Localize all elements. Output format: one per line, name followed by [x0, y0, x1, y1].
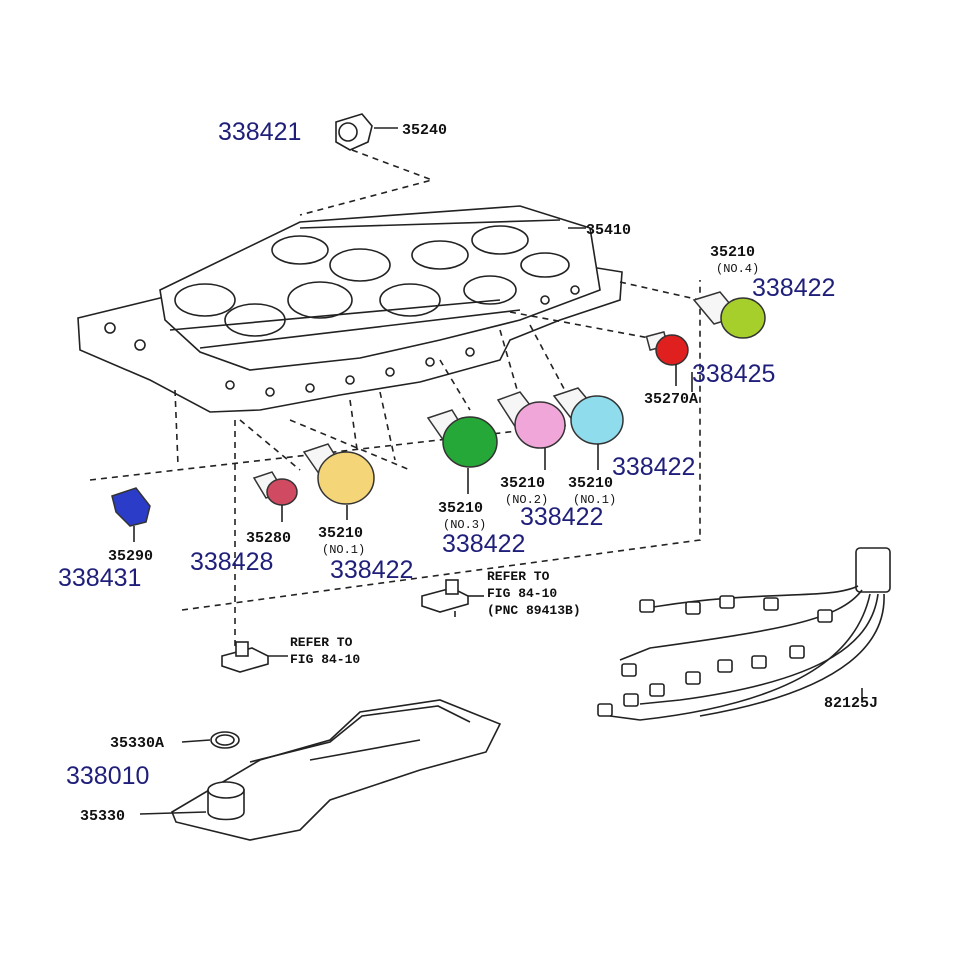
harness-main-connector: [855, 547, 891, 593]
sensor-refer-right: [421, 579, 484, 613]
part-label-35290: 35290: [108, 548, 153, 565]
part-sub-no1-right: (NO.1): [573, 493, 616, 507]
part-label-35210-no3: 35210: [438, 500, 483, 517]
part-sub-no2: (NO.2): [505, 493, 548, 507]
part-label-35280: 35280: [246, 530, 291, 547]
part-label-35330a: 35330A: [110, 735, 164, 752]
solenoid-no1-left-cap: [317, 451, 375, 505]
part-label-35410: 35410: [586, 222, 631, 239]
part-label-35210-no1-right: 35210: [568, 475, 613, 492]
part-label-35270a: 35270A: [644, 391, 698, 408]
solenoid-35280-maroon: [252, 471, 298, 522]
solenoid-no2-pink: [496, 391, 566, 470]
sensor-refer-left: [221, 641, 288, 673]
upper-valve-body: [159, 205, 601, 371]
part-label-35210-no4: 35210: [710, 244, 755, 261]
refer-left-line2: FIG 84-10: [290, 652, 360, 667]
sensor-35240: [335, 113, 398, 151]
sub-label-338422-mid: 338422: [520, 503, 603, 531]
part-label-35210-no1-left: 35210: [318, 525, 363, 542]
sub-label-338425: 338425: [692, 360, 775, 388]
refer-right-line2: FIG 84-10: [487, 586, 557, 601]
valve-body-assembly: [77, 205, 623, 413]
substitute-labels: 338421 338422 338425 338422 338422 33842…: [58, 118, 835, 790]
solenoid-no4-cap: [720, 297, 766, 339]
reference-notes: REFER TO FIG 84-10 (PNC 89413B) REFER TO…: [290, 569, 581, 667]
sub-label-338428: 338428: [190, 548, 273, 576]
solenoid-no1-right-cyan: [552, 387, 624, 470]
sub-label-338010: 338010: [66, 762, 149, 790]
part-sub-no3: (NO.3): [443, 518, 486, 532]
solenoid-no1-left-yellow: [302, 443, 375, 520]
solenoid-no3-green: [426, 409, 498, 494]
sensor-35290-blue: [111, 487, 151, 542]
part-label-35330: 35330: [80, 808, 125, 825]
solenoid-35280-cap: [266, 478, 298, 506]
solenoid-35270a-red: [645, 330, 689, 386]
solenoid-no2-cap: [514, 401, 566, 449]
solenoid-no3-cap: [442, 416, 498, 468]
refer-right-line1: REFER TO: [487, 569, 550, 584]
oil-strainer: [171, 699, 502, 841]
sub-label-338422-yellow: 338422: [330, 556, 413, 584]
oil-strainer-assembly: [139, 699, 502, 841]
label-leaders: [568, 227, 693, 392]
part-label-82125j: 82125J: [824, 695, 878, 712]
solenoid-no1-right-cap: [570, 395, 624, 445]
part-sub-no1-left: (NO.1): [322, 543, 365, 557]
solenoid-no4-lime: [692, 291, 766, 339]
part-label-35240: 35240: [402, 122, 447, 139]
sensor-35290-body: [111, 487, 151, 527]
sensor-35240-body: [335, 113, 373, 151]
part-labels: 35240 35410 35210 (NO.4) 35270A 35210 (N…: [80, 122, 878, 825]
refer-right-line3: (PNC 89413B): [487, 603, 581, 618]
part-sub-no4: (NO.4): [716, 262, 759, 276]
refer-left-line1: REFER TO: [290, 635, 353, 650]
wire-harness-82125j: [597, 547, 891, 721]
sub-label-338421: 338421: [218, 118, 301, 146]
sub-label-338422-right: 338422: [612, 453, 695, 481]
sub-label-338422-no4: 338422: [752, 274, 835, 302]
part-label-35210-no2: 35210: [500, 475, 545, 492]
solenoid-35270a-cap: [655, 334, 689, 366]
sub-label-338422-green: 338422: [442, 530, 525, 558]
sub-label-338431: 338431: [58, 564, 141, 592]
